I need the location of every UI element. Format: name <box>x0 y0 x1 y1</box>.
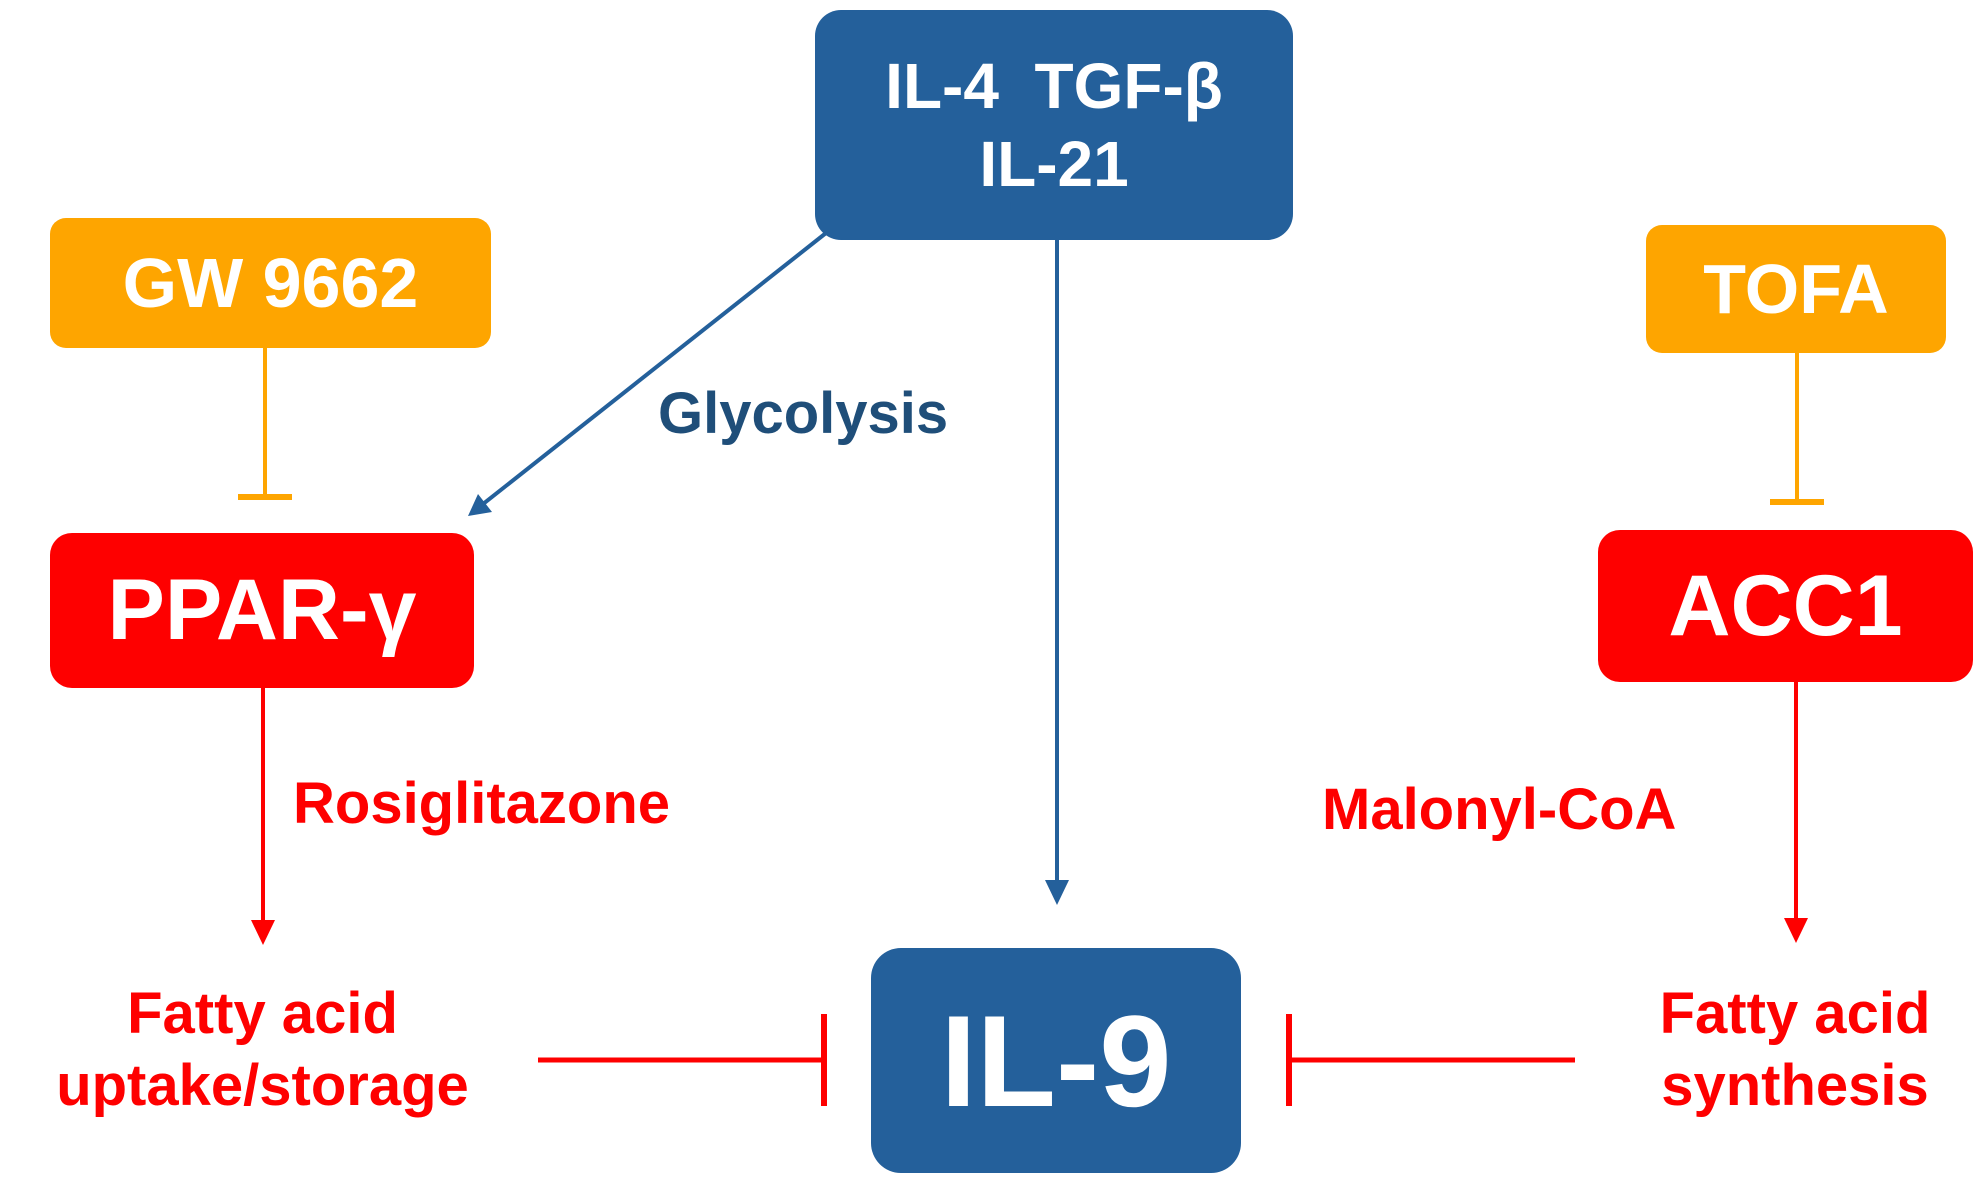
edge-tofa-inhibits-acc1 <box>1770 353 1824 505</box>
edge-gw9662-inhibits-ppar <box>238 348 292 500</box>
malonyl-coa-label: Malonyl-CoA <box>1322 777 1677 842</box>
gw9662-node: GW 9662 <box>50 218 491 348</box>
tofa-node: TOFA <box>1646 225 1946 353</box>
ppar-gamma-label: PPAR-γ <box>107 562 417 658</box>
il9-node: IL-9 <box>871 948 1241 1173</box>
arrowhead <box>1784 918 1808 943</box>
edge-cytokines-to-ppar <box>468 231 828 516</box>
il9-label: IL-9 <box>940 987 1172 1134</box>
edge-fatty-synthesis-inhibits-il9 <box>1286 1014 1575 1106</box>
edge-cytokines-to-il9 <box>1045 240 1069 905</box>
rosiglitazone-label: Rosiglitazone <box>293 771 671 836</box>
fatty-right-line-1: Fatty acid <box>1659 981 1931 1046</box>
cytokines-line-1: IL-4 TGF-β <box>885 49 1223 122</box>
edge-fatty-uptake-inhibits-il9 <box>538 1014 827 1106</box>
fatty-left-line-2: uptake/storage <box>56 1052 469 1118</box>
edge-ppar-to-fatty-uptake <box>251 688 275 945</box>
fatty-acid-synthesis-label: Fatty acid synthesis <box>1610 978 1979 1122</box>
cytokines-line-2: IL-21 <box>979 128 1129 200</box>
acc1-label: ACC1 <box>1668 557 1903 654</box>
ppar-gamma-node: PPAR-γ <box>50 533 474 688</box>
gw9662-label: GW 9662 <box>122 244 419 322</box>
fatty-left-line-1: Fatty acid <box>127 981 398 1046</box>
cytokines-node: IL-4 TGF-β IL-21 <box>815 10 1293 240</box>
arrowhead <box>251 920 275 945</box>
arrowhead <box>468 494 492 516</box>
acc1-node: ACC1 <box>1598 530 1973 682</box>
fatty-acid-uptake-storage-label: Fatty acid uptake/storage <box>0 978 525 1122</box>
fatty-right-line-2: synthesis <box>1661 1052 1929 1118</box>
edge-acc1-to-fatty-synthesis <box>1784 682 1808 943</box>
glycolysis-label: Glycolysis <box>658 381 949 446</box>
arrowhead <box>1045 880 1069 905</box>
tofa-label: TOFA <box>1703 250 1889 328</box>
